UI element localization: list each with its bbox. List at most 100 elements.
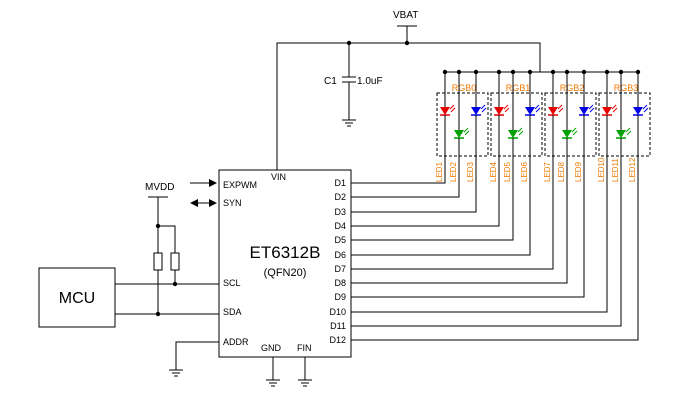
output-routing [351, 174, 639, 341]
led-emission-arrow [589, 107, 595, 113]
red-led [494, 104, 510, 116]
led-label: LED2 [449, 161, 458, 182]
green-led [454, 127, 470, 139]
led-emission-arrow [481, 107, 487, 113]
pin-d11: D11 [330, 321, 346, 331]
led-label: LED11 [611, 158, 620, 182]
route-d10 [351, 174, 608, 313]
led-emission-arrow [464, 130, 470, 136]
rgb-group-box [544, 92, 597, 157]
route-d8 [351, 174, 568, 284]
route-d4 [351, 174, 500, 227]
led-triangle [525, 107, 535, 115]
led-emission-arrow [572, 130, 578, 136]
led-label: LED7 [543, 161, 552, 182]
rgb-group-label: RGB2 [560, 83, 585, 93]
led-triangle [471, 107, 481, 115]
mcu-label: MCU [59, 290, 95, 307]
led-label: LED1 [435, 161, 444, 182]
blue-led [525, 104, 541, 116]
led-emission-arrow [518, 130, 524, 136]
led-triangle [616, 130, 626, 138]
blue-led [579, 104, 595, 116]
rgb-group-0: RGB0 [436, 72, 489, 174]
led-emission-arrow [535, 107, 541, 113]
route-d5 [351, 174, 514, 241]
pin-vin: VIN [271, 172, 286, 182]
led-emission-arrow [643, 107, 649, 113]
et6312b-chip [218, 169, 352, 358]
c1-value: 1.0uF [357, 76, 383, 87]
pin-expwm: EXPWM [223, 180, 257, 190]
rgb-group-box [598, 92, 651, 157]
pin-scl: SCL [223, 278, 241, 288]
pin-d9: D9 [334, 292, 346, 302]
output-pin-labels: LED1 LED2 LED3 LED4 LED5 LED6 LED7 LED8 LED9 LED1… [329, 157, 637, 345]
pin-syn: SYN [223, 198, 242, 208]
route-d2 [351, 174, 460, 198]
c1-ref: C1 [324, 76, 337, 87]
pin-d5: D5 [334, 235, 346, 245]
rgb-group-label: RGB3 [614, 83, 639, 93]
junction [155, 311, 161, 317]
led-label: LED10 [597, 157, 606, 182]
led-emission-arrow [480, 104, 486, 110]
pin-d12: D12 [329, 335, 346, 345]
pin-d8: D8 [334, 278, 346, 288]
mcu-block [38, 267, 116, 328]
pin-sda: SDA [223, 307, 242, 317]
pin-addr: ADDR [223, 337, 249, 347]
led-emission-arrow [450, 107, 456, 113]
led-emission-arrow [626, 130, 632, 136]
led-triangle [602, 107, 612, 115]
route-d9 [351, 174, 585, 298]
led-triangle [548, 107, 558, 115]
route-d12 [351, 174, 639, 341]
led-triangle [633, 107, 643, 115]
chip-name: ET6312B [250, 243, 321, 262]
pin-d2: D2 [334, 192, 346, 202]
junction [404, 40, 410, 46]
chip-package: (QFN20) [264, 267, 307, 279]
green-led [562, 127, 578, 139]
addr-wire [175, 341, 219, 370]
rgb-group-3: RGB3 [598, 72, 651, 174]
led-triangle [579, 107, 589, 115]
route-d3 [351, 174, 477, 213]
led-emission-arrow [571, 127, 577, 133]
led-label: LED8 [557, 161, 566, 182]
pin-d7: D7 [334, 264, 346, 274]
rgb-group-box [490, 92, 543, 157]
pin-d10: D10 [329, 307, 346, 317]
led-triangle [562, 130, 572, 138]
route-d11 [351, 174, 622, 327]
led-label: LED3 [466, 161, 475, 182]
green-led [616, 127, 632, 139]
green-led [508, 127, 524, 139]
led-triangle [494, 107, 504, 115]
led-emission-arrow [625, 127, 631, 133]
led-label: LED4 [489, 161, 498, 182]
led-emission-arrow [534, 104, 540, 110]
led-emission-arrow [504, 107, 510, 113]
route-d7 [351, 174, 554, 270]
rgb-group-1: RGB1 [490, 72, 543, 174]
led-label: LED5 [503, 161, 512, 182]
blue-led [633, 104, 649, 116]
led-emission-arrow [517, 127, 523, 133]
red-led [602, 104, 618, 116]
pin-gnd: GND [261, 343, 282, 353]
led-label: LED6 [520, 161, 529, 182]
led-label: LED9 [574, 161, 583, 182]
pin-d4: D4 [334, 221, 346, 231]
led-emission-arrow [642, 104, 648, 110]
pin-fin: FIN [297, 343, 312, 353]
led-label: LED12 [628, 157, 637, 182]
led-triangle [440, 107, 450, 115]
blue-led [471, 104, 487, 116]
pullup-resistor [153, 252, 163, 271]
rgb-group-box [436, 92, 489, 157]
pin-d1: D1 [334, 178, 346, 188]
